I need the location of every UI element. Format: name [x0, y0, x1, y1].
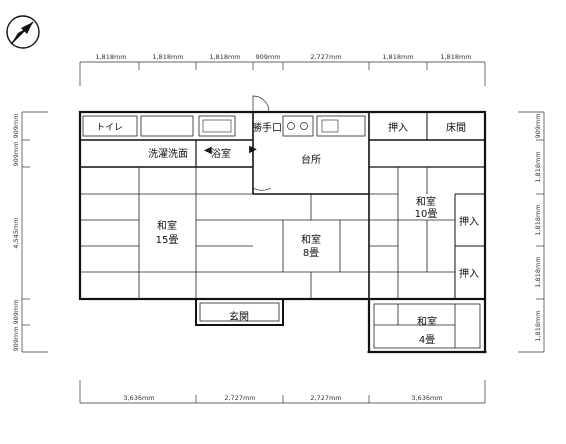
- burner-left-icon: [287, 122, 295, 130]
- interior-walls: [80, 112, 485, 300]
- top-dim-2: 1,818mm: [152, 53, 183, 61]
- genkan-label: 玄関: [229, 310, 249, 323]
- right-dim-4: 1,818mm: [534, 256, 542, 287]
- bath-label: 浴室: [211, 147, 231, 160]
- bottom-dim-3: 2,727mm: [310, 394, 341, 402]
- washitsu-8-size: 8畳: [303, 247, 319, 259]
- bottom-dim-2: 2,727mm: [224, 394, 255, 402]
- top-dim-6: 1,818mm: [382, 53, 413, 61]
- bottom-dimension-line: 3,636mm 2,727mm 2,727mm 3,636mm: [79, 380, 486, 404]
- laundry-label: 洗濯洗面: [148, 148, 188, 160]
- closet-label-top: 押入: [388, 121, 408, 134]
- north-arrow-icon: [6, 15, 40, 49]
- right-dim-5: 1,818mm: [534, 310, 542, 341]
- washitsu-4-name: 和室: [417, 315, 437, 328]
- toilet-label: トイレ: [96, 123, 123, 133]
- left-dim-2: 909mm: [12, 141, 20, 166]
- top-dim-7: 1,818mm: [440, 53, 471, 61]
- left-dim-1: 909mm: [12, 113, 20, 138]
- right-dimension-line: 909mm 1,818mm 1,818mm 1,818mm 1,818mm: [518, 111, 545, 353]
- bottom-dim-1: 3,636mm: [123, 394, 154, 402]
- tatami-8: [253, 194, 369, 299]
- right-dim-3: 1,818mm: [534, 204, 542, 235]
- top-dim-3: 1,818mm: [209, 53, 240, 61]
- right-dim-1: 909mm: [534, 113, 542, 138]
- bath-arrow-right: ◀: [204, 145, 212, 156]
- kitchen-sink: [316, 115, 366, 137]
- washitsu-10-name: 和室: [416, 195, 436, 208]
- tatami-4: [373, 303, 481, 349]
- right-dim-2: 1,818mm: [534, 151, 542, 182]
- bath-arrow-left: ▶: [249, 144, 257, 155]
- bottom-dim-4: 3,636mm: [411, 394, 442, 402]
- burner-right-icon: [300, 122, 308, 130]
- top-dimension-line: 1,818mm 1,818mm 1,818mm 909mm 2,727mm 1,…: [79, 53, 486, 86]
- washer-area: [140, 115, 194, 137]
- kitchen-label: 台所: [301, 153, 321, 166]
- closet-label-lower: 押入: [459, 267, 479, 280]
- stove: [282, 115, 314, 137]
- left-dim-5: 909mm: [12, 326, 20, 351]
- washitsu-8-name: 和室: [301, 233, 321, 246]
- left-dim-4: 909mm: [12, 299, 20, 324]
- tokonoma-label: 床間: [446, 121, 466, 134]
- handwash-label: 勝手口: [252, 121, 282, 134]
- top-dim-1: 1,818mm: [95, 53, 126, 61]
- washitsu-10-size: 10畳: [415, 208, 438, 220]
- door-swings: [252, 95, 272, 191]
- outer-walls: [78, 110, 487, 354]
- genkan-step: [199, 302, 280, 322]
- closet-label-upper: 押入: [459, 215, 479, 228]
- top-dim-4: 909mm: [255, 53, 280, 61]
- tatami-10: [369, 167, 455, 299]
- left-dimension-line: 909mm 909mm 4,545mm 909mm 909mm: [12, 111, 48, 353]
- washitsu-15-size: 15畳: [156, 234, 179, 246]
- tatami-15: [80, 167, 253, 299]
- top-dim-5: 2,727mm: [310, 53, 341, 61]
- left-dim-3: 4,545mm: [12, 217, 20, 248]
- washitsu-4-size: 4畳: [419, 334, 435, 346]
- bathtub: [198, 115, 236, 137]
- washitsu-15-name: 和室: [157, 219, 177, 232]
- fixtures: [82, 115, 366, 137]
- toilet-area: [82, 115, 138, 137]
